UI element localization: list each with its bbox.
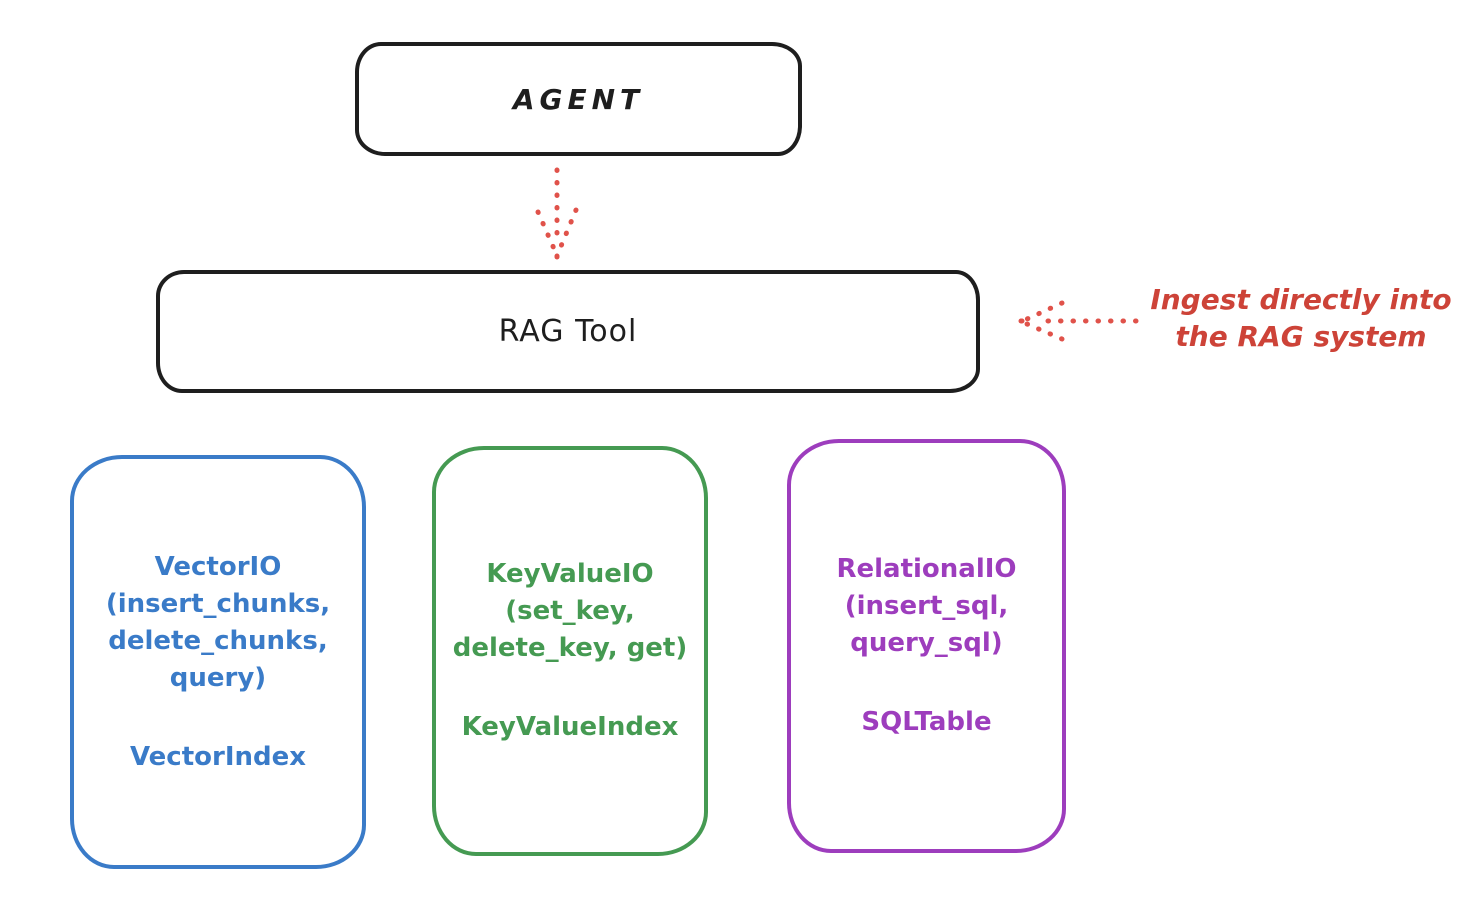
vector-io-label: VectorIO (insert_chunks, delete_chunks, … bbox=[105, 551, 331, 693]
rag-tool-box: RAG Tool bbox=[156, 270, 980, 393]
keyvalue-index-label: KeyValueIndex bbox=[461, 712, 679, 742]
rag-tool-label: RAG Tool bbox=[498, 314, 638, 349]
keyvalue-io-card: KeyValueIO (set_key, delete_key, get) Ke… bbox=[432, 446, 708, 856]
relational-io-card: RelationalIO (insert_sql, query_sql) SQL… bbox=[787, 439, 1066, 853]
agent-label: AGENT bbox=[512, 82, 645, 116]
relational-io-label: RelationalIO (insert_sql, query_sql) bbox=[836, 554, 1017, 658]
vector-io-card: VectorIO (insert_chunks, delete_chunks, … bbox=[70, 455, 366, 869]
keyvalue-io-label: KeyValueIO (set_key, delete_key, get) bbox=[452, 559, 688, 663]
agent-box: AGENT bbox=[355, 42, 802, 156]
vector-index-label: VectorIndex bbox=[129, 741, 307, 772]
ingest-annotation-text: Ingest directly into the RAG system bbox=[1150, 283, 1452, 353]
agent-to-rag-tool-arrow bbox=[535, 167, 579, 260]
sql-table-label: SQLTable bbox=[861, 707, 992, 737]
